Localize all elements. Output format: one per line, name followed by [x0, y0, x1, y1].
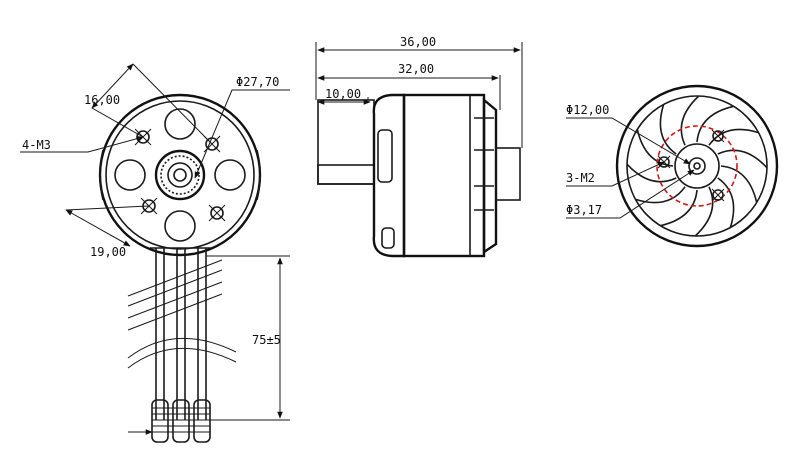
fan-blade — [659, 104, 677, 155]
dim-lead-label: 75±5 — [252, 333, 281, 347]
holes-callout-leader — [20, 135, 144, 153]
side-bell-slot — [377, 129, 393, 183]
dim-19-line — [65, 209, 131, 247]
front-shaft-inner — [173, 168, 187, 182]
dim-body-label: 32,00 — [398, 62, 434, 76]
fan-blade — [717, 149, 768, 169]
dim-diameter-leader — [194, 89, 290, 179]
dim-16-line — [91, 63, 134, 109]
front-shaft-outer — [167, 162, 193, 188]
fan-blade — [696, 105, 734, 143]
side-bell-slot-lower — [381, 227, 395, 249]
fan-blade — [680, 95, 700, 146]
connector-3 — [193, 399, 211, 443]
side-main-body — [402, 93, 486, 258]
side-shaft-housing — [317, 99, 375, 185]
side-rear-hub — [495, 147, 521, 201]
fan-blade — [720, 165, 758, 203]
dim-16-ext-a — [132, 63, 213, 145]
connector-1 — [151, 399, 169, 443]
side-shaft — [317, 164, 375, 185]
rear-inner-circle — [626, 95, 768, 237]
fan-blade — [626, 163, 677, 183]
rear-diameter-label: Φ12,00 — [566, 103, 609, 117]
front-outer-circle — [98, 93, 262, 257]
dim-16-label: 16,00 — [84, 93, 120, 107]
rear-holes-leader — [566, 161, 665, 187]
dim-shaft-label: 10,00 — [325, 87, 361, 101]
side-rear-fins — [474, 117, 494, 211]
front-vent-hole-top — [164, 108, 196, 140]
rear-view: Φ12,00 3-M2 Φ3,17 — [566, 84, 779, 248]
holes-callout-label: 4-M3 — [22, 138, 51, 152]
wire-break-marks — [127, 259, 223, 331]
rear-holes-label: 3-M2 — [566, 171, 595, 185]
dim-total-label: 36,00 — [400, 35, 436, 49]
rear-diameter-leader — [566, 117, 691, 165]
front-rim-notch-right — [256, 149, 261, 201]
front-view: 16,00 4-M3 19,00 Φ27,70 — [20, 63, 290, 259]
connector-2 — [172, 399, 190, 443]
front-rim-notch-left — [99, 149, 104, 201]
dim-diameter-label: Φ27,70 — [236, 75, 279, 89]
rear-shaft-leader — [566, 169, 695, 219]
side-dim-extensions — [315, 42, 523, 148]
fan-blade — [635, 186, 686, 204]
rear-shaft-center — [693, 162, 701, 170]
fan-blade — [717, 177, 735, 228]
connector-ridges — [152, 407, 210, 433]
front-vent-hole-bottom — [164, 210, 196, 242]
front-inner-rim — [105, 100, 255, 250]
rear-shaft-label: Φ3,17 — [566, 203, 602, 217]
dim-19-ext — [65, 205, 150, 211]
lead-wires: 75±5 — [127, 247, 290, 443]
dim-16-ext-b — [91, 107, 144, 138]
rear-bolt-circle — [656, 125, 738, 207]
fan-blade — [636, 129, 674, 167]
dim-19-label: 19,00 — [90, 245, 126, 259]
side-rear-cap — [482, 97, 498, 255]
dim-lead-ext — [206, 255, 290, 421]
side-view: 36,00 32,00 10,00 — [315, 35, 523, 258]
front-vent-hole-left — [114, 159, 146, 191]
fan-blade — [694, 186, 714, 237]
front-hub-outer — [154, 149, 206, 201]
rear-outer-circle — [615, 84, 779, 248]
rear-shaft — [688, 157, 706, 175]
front-hub-bearing — [160, 155, 200, 195]
rear-hub-outer — [674, 143, 720, 189]
wire-break-curve — [127, 337, 237, 369]
front-vent-hole-right — [214, 159, 246, 191]
fan-blade — [660, 189, 698, 227]
rear-mount-holes — [657, 129, 725, 202]
